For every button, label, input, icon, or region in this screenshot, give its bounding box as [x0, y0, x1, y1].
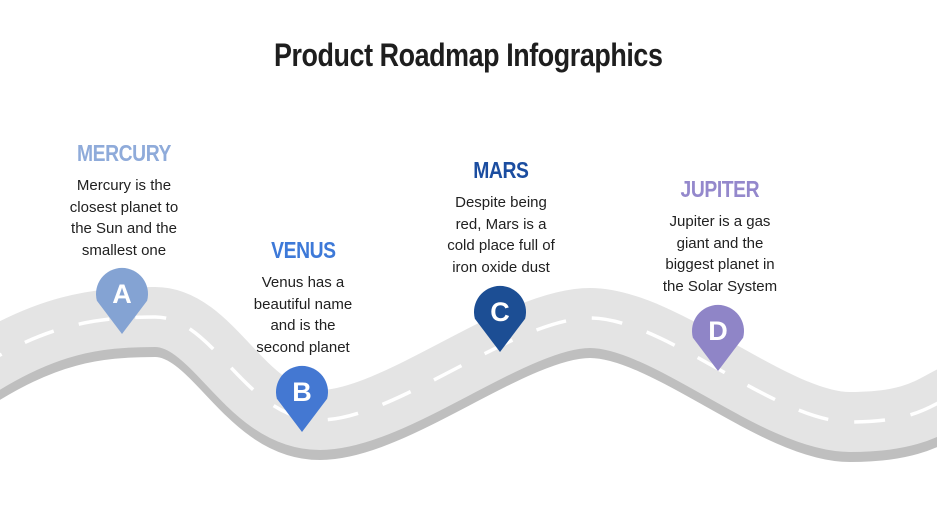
milestone-heading-text: JUPITER — [680, 176, 760, 202]
pin-letter-c: C — [490, 297, 510, 327]
milestone-description-mercury: Mercury is the closest planet to the Sun… — [69, 177, 179, 259]
milestone-block-mercury: MERCURY Mercury is the closest planet to… — [44, 140, 204, 261]
milestone-pin-venus[interactable]: B — [276, 365, 328, 432]
milestone-heading-mars: MARS — [421, 157, 581, 183]
milestone-heading-text: MERCURY — [76, 140, 172, 166]
road-surface — [0, 286, 937, 453]
page-title: Product Roadmap Infographics — [0, 36, 937, 74]
page-title-text: Product Roadmap Infographics — [274, 37, 663, 73]
milestone-heading-jupiter: JUPITER — [637, 176, 803, 202]
milestone-description-jupiter: Jupiter is a gas giant and the biggest p… — [662, 213, 778, 295]
pin-marker-shape — [692, 304, 744, 371]
milestone-description-mars: Despite being red, Mars is a cold place … — [447, 194, 555, 276]
pin-letter-a: A — [112, 279, 132, 309]
milestone-pin-jupiter[interactable]: D — [692, 304, 744, 371]
road-lane-markings — [0, 315, 937, 424]
pin-marker-shape — [96, 267, 148, 334]
pin-marker-shape — [276, 365, 328, 432]
milestone-block-venus: VENUS Venus has a beautiful name and is … — [223, 237, 383, 358]
milestone-block-jupiter: JUPITER Jupiter is a gas giant and the b… — [637, 176, 803, 297]
milestone-heading-mercury: MERCURY — [44, 140, 204, 166]
pin-letter-b: B — [292, 377, 312, 407]
milestone-description-venus: Venus has a beautiful name and is the se… — [253, 274, 353, 356]
milestone-heading-text: MARS — [473, 157, 529, 183]
milestone-pin-mars[interactable]: C — [474, 285, 526, 352]
milestone-heading-text: VENUS — [270, 237, 336, 263]
milestone-heading-venus: VENUS — [223, 237, 383, 263]
pin-letter-d: D — [708, 316, 728, 346]
pin-marker-shape — [474, 285, 526, 352]
milestone-block-mars: MARS Despite being red, Mars is a cold p… — [421, 157, 581, 278]
milestone-pin-mercury[interactable]: A — [96, 267, 148, 334]
